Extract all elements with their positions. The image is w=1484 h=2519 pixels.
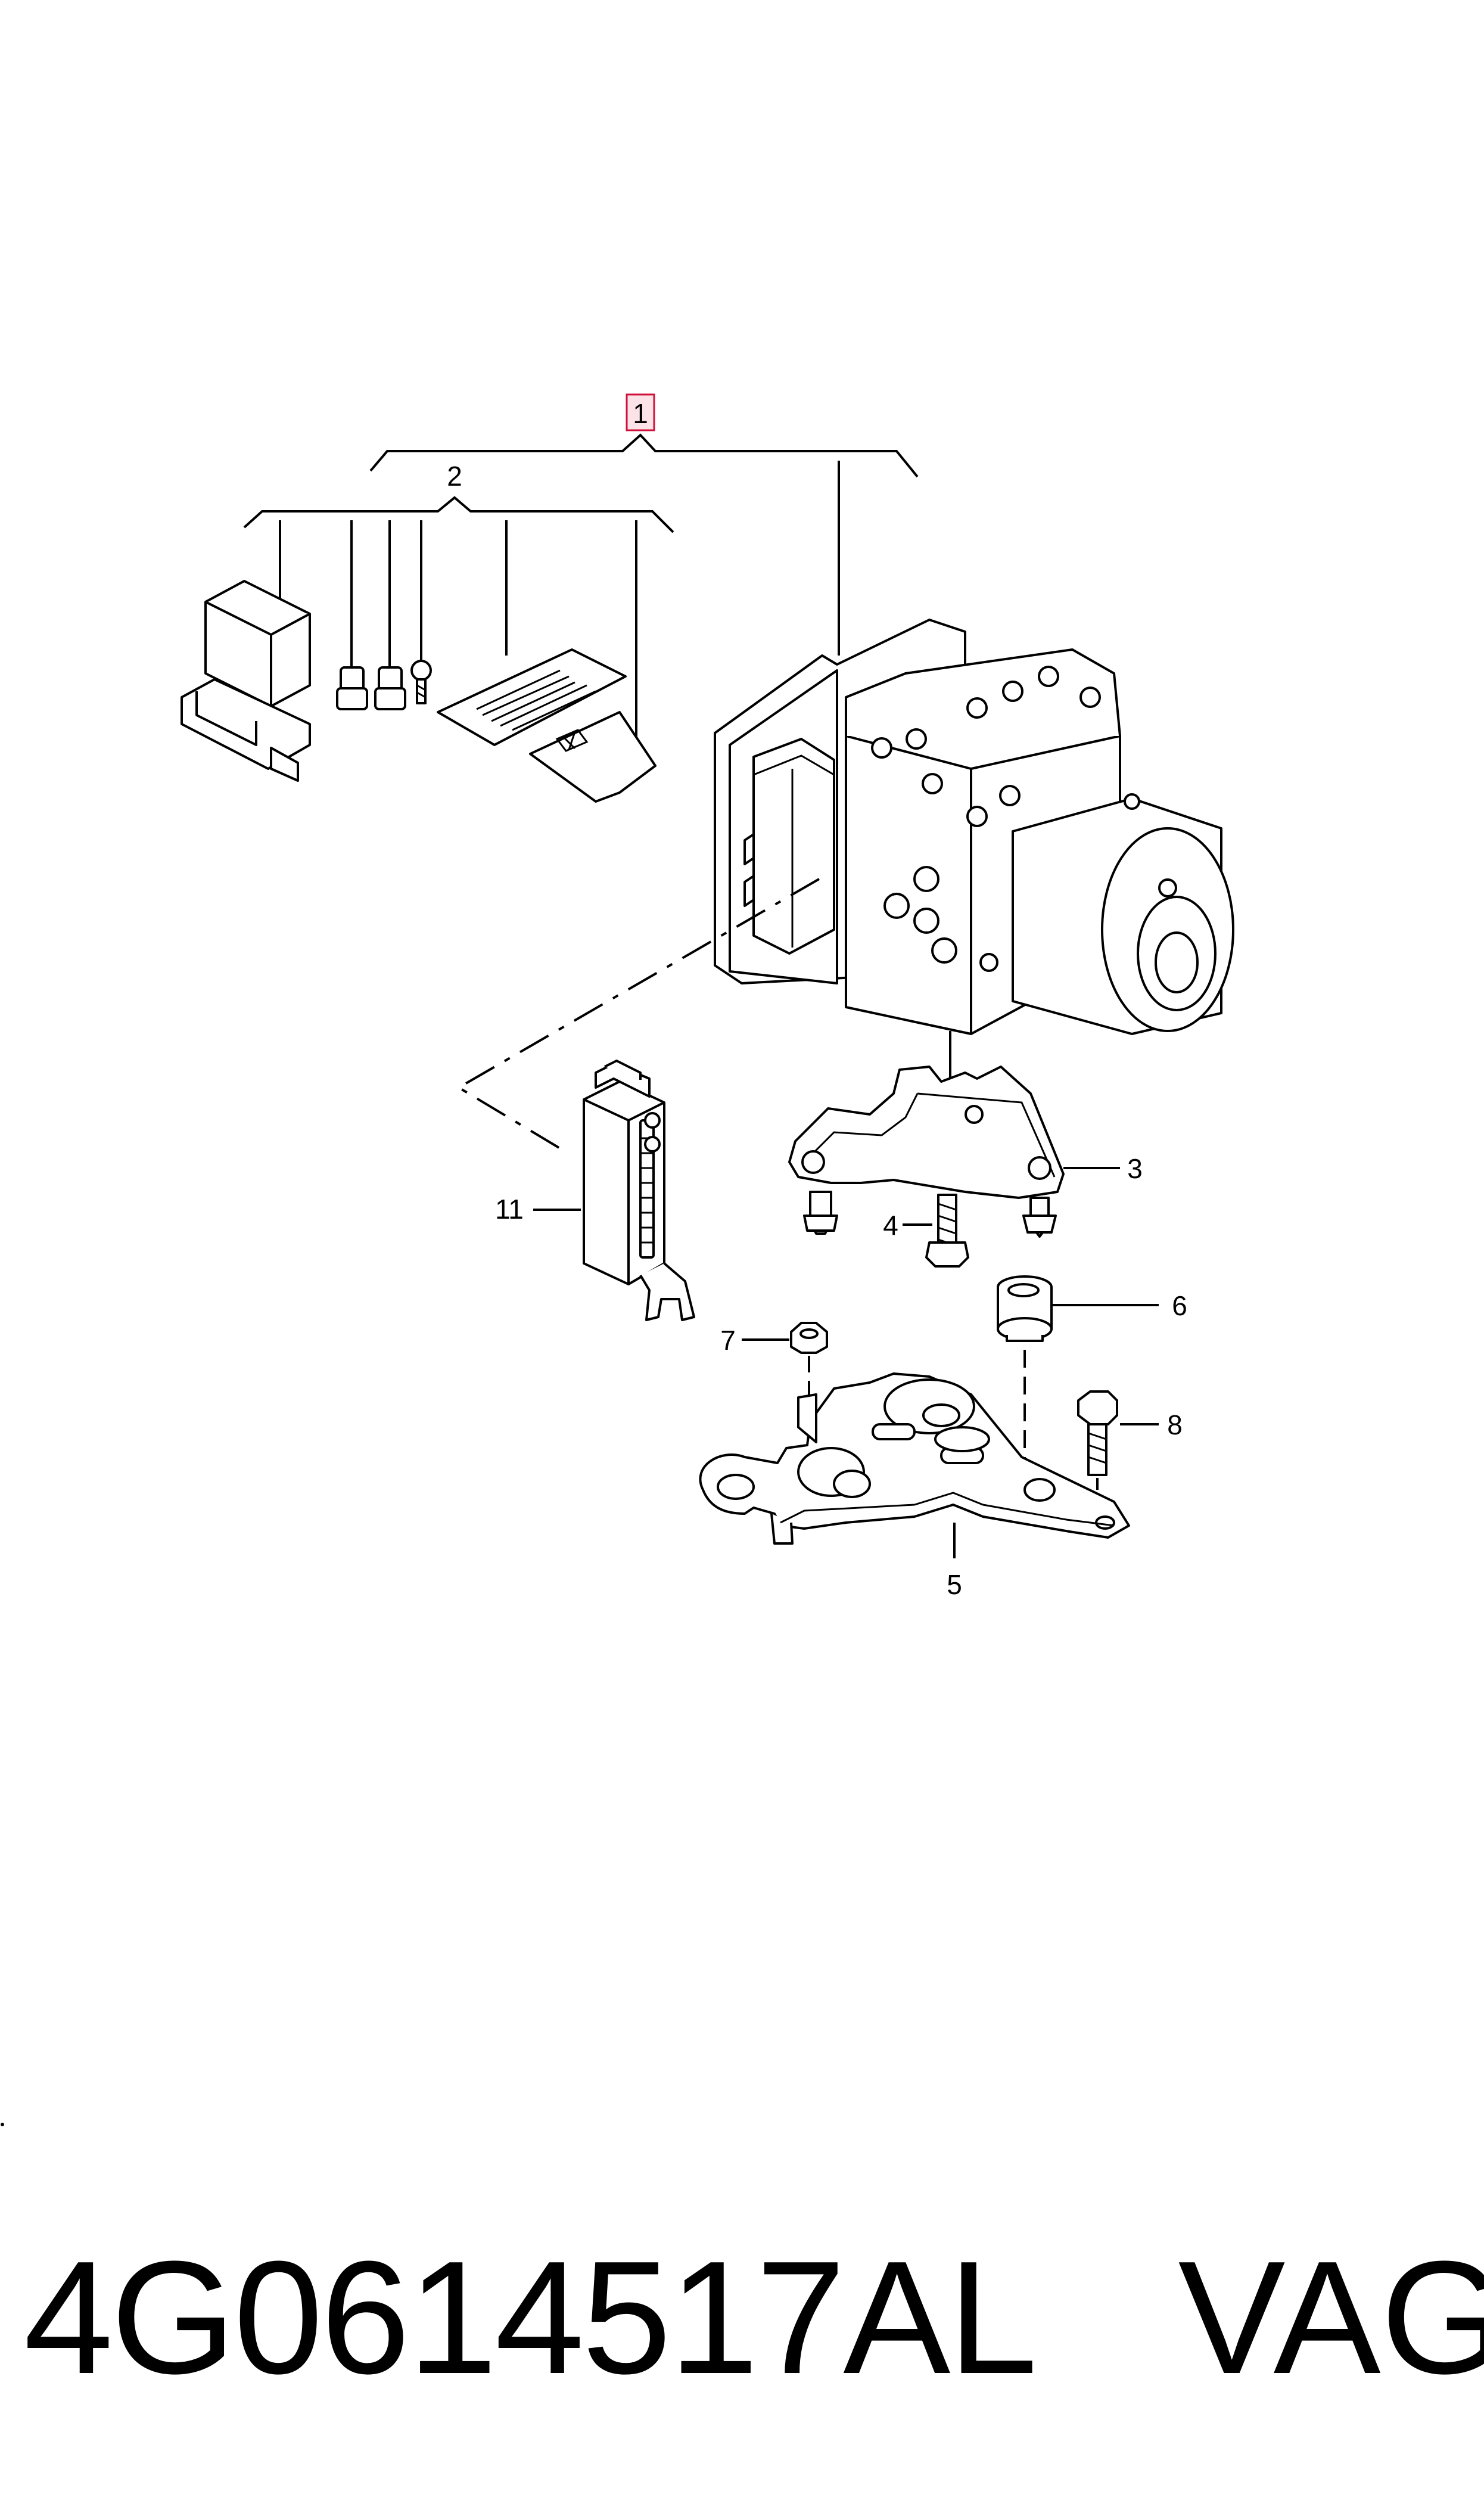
callout-1-label: 1 [633, 398, 648, 429]
base-plate-item-5-drawing [699, 1372, 1130, 1558]
callout-7-label: 7 [720, 1325, 736, 1356]
bracket-item-1 [369, 433, 919, 656]
rubber-mount-item-6-drawing [997, 1275, 1159, 1460]
callout-6-label: 6 [1172, 1290, 1187, 1321]
nut-item-7-drawing [742, 1322, 828, 1418]
callout-1-highlight [626, 393, 655, 431]
connector-item-11-drawing [533, 1060, 695, 1321]
sticker-drawing [529, 711, 657, 803]
edge-mark [1, 2123, 4, 2126]
bolt-item-8-drawing [1077, 1390, 1159, 1502]
connector-guide-line [456, 878, 820, 1151]
plug-1-drawing [336, 666, 368, 710]
screw-drawing [410, 660, 432, 704]
callout-2-label: 2 [447, 461, 462, 492]
mounting-bracket-drawing [788, 1031, 1120, 1238]
control-module-drawing [181, 580, 311, 782]
callout-5-label: 5 [947, 1569, 962, 1600]
callout-8-label: 8 [1167, 1409, 1183, 1440]
instruction-sheet-drawing [437, 648, 627, 746]
bracket-item-2 [243, 496, 674, 748]
callout-3-label: 3 [1127, 1153, 1143, 1184]
callout-11-label: 11 [495, 1194, 524, 1225]
bolt-item-4-drawing [903, 1194, 969, 1268]
callout-4-label: 4 [883, 1210, 898, 1241]
plug-2-drawing [374, 666, 406, 710]
part-code: 4G0614517AL [24, 2228, 1038, 2408]
manufacturer-name: VAG [1178, 2228, 1484, 2408]
abs-unit-drawing [714, 619, 1234, 1035]
part-number-caption: 4G0614517AL VAG [24, 2228, 1484, 2408]
